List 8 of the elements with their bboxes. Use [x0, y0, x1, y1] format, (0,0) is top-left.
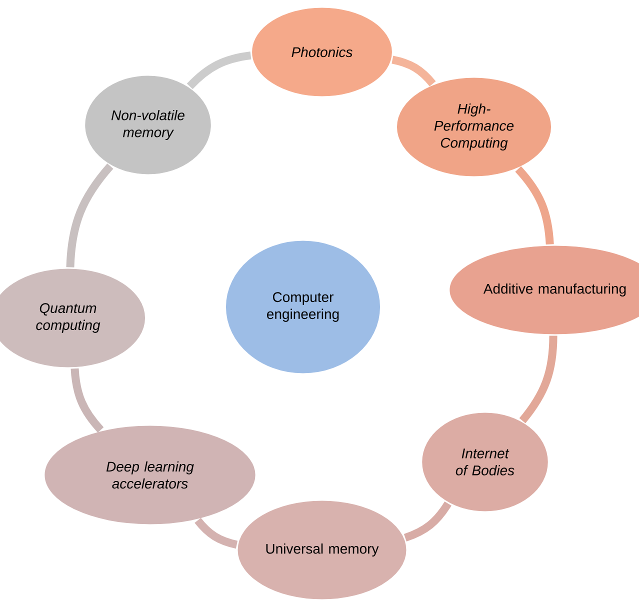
ring-segment: [66, 164, 114, 268]
ring-segment: [186, 51, 252, 90]
ring-segment: [404, 501, 452, 542]
ring-segment: [515, 166, 554, 245]
ring-segment: [519, 336, 558, 424]
ring-segment: [194, 518, 238, 549]
ring-segment: [392, 56, 436, 86]
ring-segment: [70, 368, 104, 433]
